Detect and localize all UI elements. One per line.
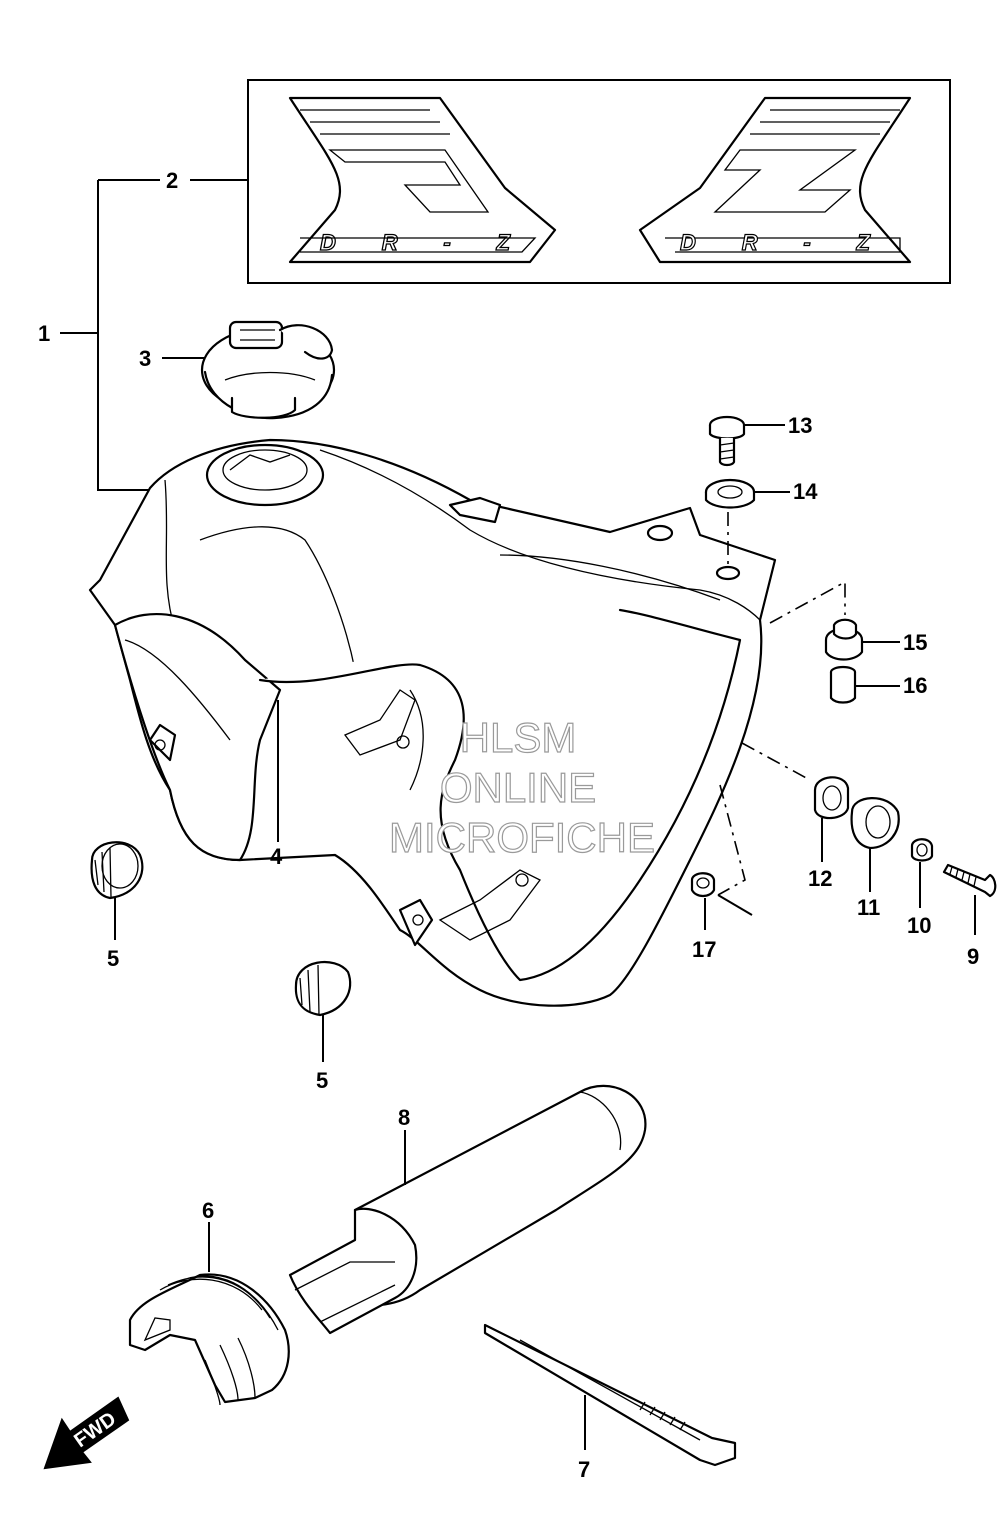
callout-13: 13 xyxy=(788,413,812,438)
callout-10: 10 xyxy=(907,913,931,938)
washer-10 xyxy=(910,838,934,908)
callout-16: 16 xyxy=(903,673,927,698)
decal-right: DR-Z xyxy=(638,96,912,264)
fuel-cap xyxy=(162,320,336,420)
cushion-upper xyxy=(90,841,144,940)
mount-dash-lower xyxy=(717,784,746,896)
mount-dash-upper xyxy=(769,580,846,624)
decal-set: DR-Z DR-Z xyxy=(247,79,951,284)
bracket-leaders xyxy=(60,179,248,491)
nut-17 xyxy=(690,872,716,930)
cushion-11 xyxy=(850,797,900,892)
decal-frame xyxy=(247,79,951,284)
callout-7: 7 xyxy=(578,1457,590,1482)
callout-9: 9 xyxy=(967,944,979,969)
callout-2: 2 xyxy=(166,168,178,193)
cable-tie-7 xyxy=(483,1323,737,1467)
watermark-line-2: ONLINE xyxy=(440,764,596,811)
protector-6 xyxy=(128,1222,290,1406)
leader-17b xyxy=(717,894,753,916)
callout-4: 4 xyxy=(270,844,283,869)
fuel-tank xyxy=(88,438,777,1007)
mount-dash-mid xyxy=(741,742,811,781)
grommet-14 xyxy=(704,478,790,565)
callout-1: 1 xyxy=(38,321,50,346)
callout-labels: 1 2 3 4 5 5 6 7 8 9 10 11 12 13 14 15 16… xyxy=(38,168,979,1482)
callout-3: 3 xyxy=(139,346,151,371)
watermark-line-3: MICROFICHE xyxy=(389,814,655,861)
callout-8: 8 xyxy=(398,1105,410,1130)
decal-left: DR-Z xyxy=(288,96,557,264)
callout-15: 15 xyxy=(903,630,927,655)
watermark: HLSM ONLINE MICROFICHE xyxy=(388,713,655,861)
callout-11: 11 xyxy=(857,895,880,920)
callout-17: 17 xyxy=(692,937,716,962)
callout-5b: 5 xyxy=(316,1068,328,1093)
callout-6: 6 xyxy=(202,1198,214,1223)
fwd-arrow-icon: FWD xyxy=(43,1396,130,1470)
cushion-15 xyxy=(824,618,900,661)
bolt-13 xyxy=(708,415,785,467)
bolt-9 xyxy=(942,863,997,935)
callout-14: 14 xyxy=(793,479,818,504)
callout-5a: 5 xyxy=(107,946,119,971)
cushion-lower xyxy=(294,960,352,1062)
cushion-12 xyxy=(813,776,850,862)
watermark-line-1: HLSM xyxy=(460,714,577,761)
collar-16 xyxy=(829,665,900,704)
cover-8 xyxy=(288,1084,647,1335)
callout-12: 12 xyxy=(808,866,832,891)
